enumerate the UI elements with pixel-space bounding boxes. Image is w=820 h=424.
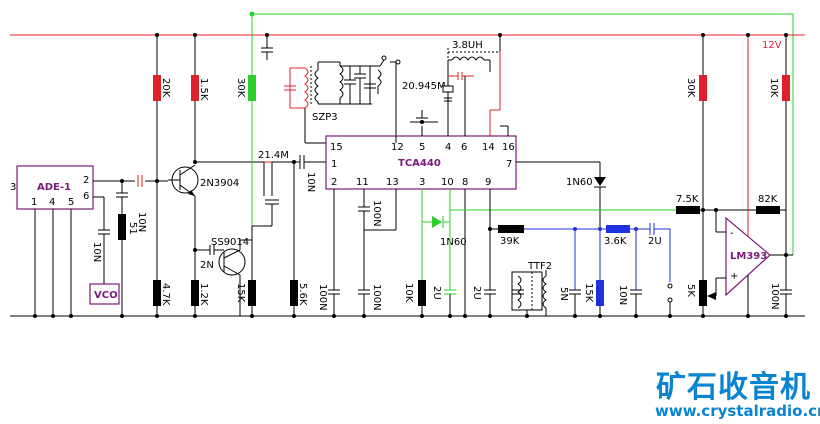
tca440-ic: [325, 135, 517, 190]
r30k-green-label: 30K: [235, 78, 246, 98]
r82k: [756, 206, 780, 214]
tca-pin8: 8: [462, 177, 468, 188]
r12k-label: 1.2K: [198, 283, 209, 306]
ade1-pin2: 2: [83, 175, 89, 186]
d1n60-left-label: 1N60: [440, 237, 467, 248]
r15k-emitter: [248, 280, 256, 306]
r30k-green: [248, 75, 256, 101]
lm393-label: LM393: [730, 251, 767, 262]
tca-pin2: 2: [331, 177, 337, 188]
tca-pin14: 14: [482, 142, 495, 153]
c10n-vco-label: 10N: [91, 242, 102, 262]
r36k: [606, 225, 630, 233]
vco-block: [89, 283, 120, 305]
d1n60-right: [594, 177, 606, 186]
watermark-url: www.crystalradio.cn: [655, 402, 820, 420]
d1n60-right-label: 1N60: [566, 177, 593, 188]
r82k-label: 82K: [758, 194, 778, 205]
c10n-coupling-label: 10N: [136, 212, 147, 232]
r10k-bottom: [418, 280, 426, 306]
tca-pin7: 7: [506, 159, 512, 170]
q2-label-b: 2N: [200, 260, 214, 271]
watermark-title: 矿石收音机: [656, 370, 811, 405]
r15k-collector: [191, 75, 199, 101]
r20k: [153, 75, 161, 101]
r15k-blue: [596, 280, 604, 306]
tca440-label: TCA440: [398, 158, 441, 169]
d1n60-left: [432, 216, 442, 228]
tca-pin11: 11: [356, 177, 369, 188]
r47k: [153, 280, 161, 306]
r56k: [290, 280, 298, 306]
ade1-pin6: 6: [83, 191, 89, 202]
x20945-label: 20.945M: [402, 81, 446, 92]
ttf2-label: TTF2: [527, 261, 552, 272]
c5n-label: 5N: [558, 287, 569, 301]
vco-label: VCO: [94, 290, 118, 301]
r39k: [498, 225, 524, 233]
r12k: [191, 280, 199, 306]
r75k: [676, 206, 700, 214]
r36k-label: 3.6K: [604, 236, 627, 247]
r15k-label: 1.5K: [198, 78, 209, 101]
tca-pin16: 16: [502, 142, 515, 153]
lm393-minus: -: [730, 228, 734, 239]
r56k-label: 5.6K: [297, 283, 308, 306]
tca-pin10: 10: [441, 177, 454, 188]
r30k-right: [699, 75, 707, 101]
tca-pin1: 1: [331, 159, 337, 170]
ade1-pin4: 4: [49, 197, 55, 208]
c2u-c-label: 2U: [648, 236, 662, 247]
r75k-label: 7.5K: [676, 194, 699, 205]
c10n-pin1-label: 10N: [305, 172, 316, 192]
r10k-top-label: 10K: [768, 78, 779, 98]
q2-label: SS9014: [211, 237, 249, 248]
ade1-block: [16, 165, 94, 210]
r20k-label: 20K: [160, 78, 171, 98]
tca-pin6: 6: [461, 142, 467, 153]
lm393-plus: +: [730, 271, 738, 282]
c100n-b-label: 100N: [371, 200, 382, 227]
r51-label: 51: [127, 222, 138, 235]
c10n-d-label: 10N: [617, 285, 628, 305]
c100n-c-label: 100N: [371, 284, 382, 311]
l38-label: 3.8UH: [452, 40, 483, 51]
tca-pin12: 12: [391, 142, 404, 153]
r10k-bottom-label: 10K: [403, 283, 414, 303]
r47k-label: 4.7K: [160, 283, 171, 306]
q1-label: 2N3904: [200, 178, 239, 189]
v12-label: 12V: [762, 40, 782, 51]
r15k-c-label: 15K: [583, 283, 594, 303]
c100n-a-label: 100N: [317, 284, 328, 311]
tca-pin3: 3: [419, 177, 425, 188]
r5k-label: 5K: [685, 284, 696, 297]
ade1-pin5: 5: [68, 197, 74, 208]
ade1-label: ADE-1: [37, 182, 71, 193]
f214-label: 21.4M: [258, 150, 289, 161]
tca-pin5: 5: [419, 142, 425, 153]
ade1-pin1: 1: [31, 197, 37, 208]
szp3-label: SZP3: [312, 112, 338, 123]
r39k-label: 39K: [500, 236, 520, 247]
c2u-a-label: 2U: [431, 286, 442, 300]
q2-ss9014: [218, 248, 246, 276]
r10k-top: [782, 75, 790, 101]
tca-pin4: 4: [445, 142, 451, 153]
tca-pin13: 13: [386, 177, 399, 188]
r5k-pot: [699, 280, 707, 306]
r51: [118, 214, 126, 240]
ade1-pin3: 3: [10, 182, 16, 193]
c2u-b-label: 2U: [471, 286, 482, 300]
c100n-d-label: 100N: [769, 283, 780, 310]
tca-pin9: 9: [485, 177, 491, 188]
tca-pin15: 15: [330, 142, 343, 153]
r30k-right-label: 30K: [685, 78, 696, 98]
